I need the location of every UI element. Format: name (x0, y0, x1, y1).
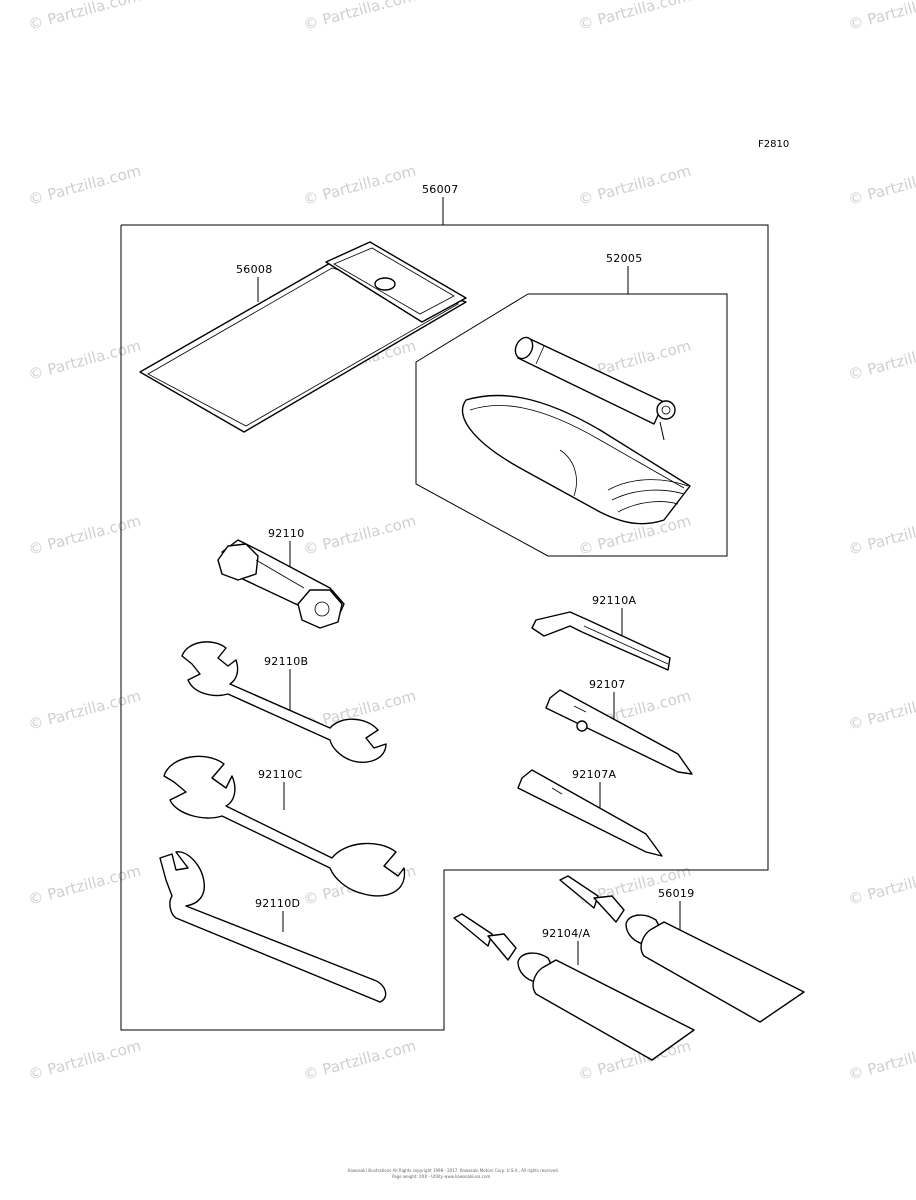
label-52005[interactable]: 52005 (606, 252, 643, 265)
copyright-footer-line2: Page weight: XXX - Utility www.kawasakiu… (392, 1174, 490, 1179)
label-92110B[interactable]: 92110B (264, 655, 308, 668)
label-56019[interactable]: 56019 (658, 887, 695, 900)
watermark: © Partzilla.com (576, 0, 692, 34)
hex-key-wrench[interactable] (531, 611, 671, 671)
tire-pump[interactable] (512, 335, 676, 441)
watermark: © Partzilla.com (301, 512, 417, 559)
label-92104A[interactable]: 92104/A (542, 927, 590, 940)
label-56008[interactable]: 56008 (236, 263, 273, 276)
open-end-wrench-c[interactable] (163, 755, 406, 897)
watermark: © Partzilla.com (26, 512, 142, 559)
screwdriver-a[interactable] (517, 769, 663, 857)
watermark: © Partzilla.com (301, 1037, 417, 1084)
pump-bag[interactable] (461, 394, 691, 525)
watermark: © Partzilla.com (26, 862, 142, 909)
open-end-wrench-b[interactable] (181, 641, 387, 763)
label-56007[interactable]: 56007 (422, 183, 459, 196)
watermark: © Partzilla.com (846, 162, 916, 209)
figure-code: F2810 (758, 139, 789, 150)
label-92110D[interactable]: 92110D (255, 897, 300, 910)
watermark: © Partzilla.com (26, 0, 142, 34)
label-92107A[interactable]: 92107A (572, 768, 616, 781)
pump-box (415, 293, 728, 557)
kit-outline (120, 224, 769, 1031)
screwdriver[interactable] (545, 689, 693, 775)
watermark: © Partzilla.com (846, 1037, 916, 1084)
label-92107[interactable]: 92107 (589, 678, 626, 691)
watermark: © Partzilla.com (576, 162, 692, 209)
spark-plug-wrench[interactable] (217, 539, 345, 629)
label-92110A[interactable]: 92110A (592, 594, 636, 607)
watermark: © Partzilla.com (846, 687, 916, 734)
watermark: © Partzilla.com (301, 0, 417, 34)
watermark: © Partzilla.com (846, 862, 916, 909)
watermark: © Partzilla.com (846, 337, 916, 384)
label-92110[interactable]: 92110 (268, 527, 305, 540)
copyright-footer: Kawasaki illustrations All Rights copyri… (348, 1168, 559, 1173)
watermark: © Partzilla.com (301, 162, 417, 209)
grease-tube-b[interactable] (559, 875, 805, 1023)
grease-tube-a[interactable] (453, 913, 695, 1061)
watermark: © Partzilla.com (846, 512, 916, 559)
watermark: © Partzilla.com (26, 337, 142, 384)
watermark: © Partzilla.com (846, 0, 916, 34)
watermark: © Partzilla.com (26, 162, 142, 209)
tool-pouch[interactable] (139, 241, 467, 433)
label-92110C[interactable]: 92110C (258, 768, 302, 781)
watermark: © Partzilla.com (26, 1037, 142, 1084)
watermark: © Partzilla.com (26, 687, 142, 734)
hook-wrench-d[interactable] (159, 851, 387, 1003)
